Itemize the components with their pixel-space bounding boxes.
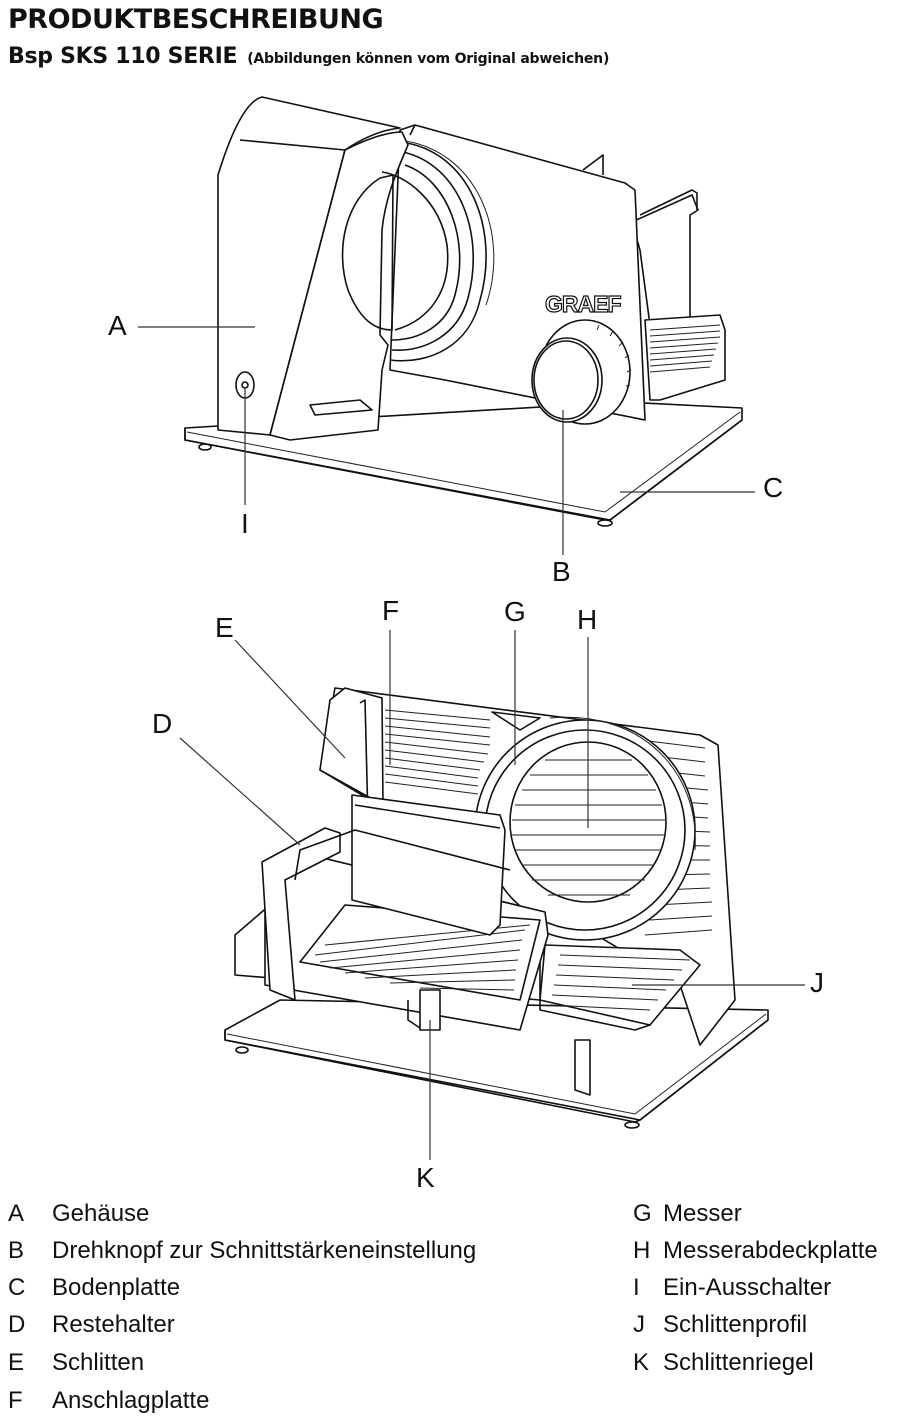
legend-label: Schlittenprofil <box>663 1311 808 1338</box>
legend-label: Messer <box>663 1199 742 1227</box>
legend-item: H Messerabdeckplatte <box>633 1232 878 1269</box>
legend-label: Bodenplatte <box>52 1273 181 1301</box>
legend-key: K <box>633 1348 650 1376</box>
callout-E: E <box>215 612 234 643</box>
legend-label: Messerabdeckplatte <box>663 1236 878 1264</box>
legend-key: A <box>8 1199 25 1227</box>
callout-K: K <box>416 1162 435 1193</box>
legend-right: G Messer H Messerabdeckplatte I Ein-Ausscha… <box>633 1195 878 1381</box>
thickness-knob[interactable] <box>531 319 632 425</box>
legend-key: I <box>633 1273 640 1301</box>
legend-key: H <box>633 1236 651 1264</box>
leader-E <box>234 639 346 759</box>
legend-label: Restehalter <box>52 1311 175 1338</box>
housing <box>217 96 449 441</box>
legend-key: C <box>8 1273 26 1301</box>
slicer-rear-illustration <box>179 630 805 1160</box>
legend-key: J <box>633 1311 645 1338</box>
callout-A: A <box>108 310 127 341</box>
callout-H: H <box>577 604 598 635</box>
legend-label: Ein-Ausschalter <box>663 1273 832 1301</box>
legend-item: B Drehknopf zur Schnittstärkeneinstellung <box>8 1232 476 1269</box>
legend-item: G Messer <box>633 1195 878 1232</box>
legend-left: A Gehäuse B Drehknopf zur Schnittstärkenei… <box>8 1195 476 1421</box>
callout-B: B <box>552 556 571 587</box>
legend-item: D Restehalter <box>8 1306 476 1344</box>
callout-I: I <box>241 508 249 539</box>
legend-label: Schlittenriegel <box>663 1348 814 1376</box>
leader-D <box>179 737 301 846</box>
legend-key: F <box>8 1387 23 1414</box>
brand-logo: GRAEF <box>545 291 621 317</box>
legend-item: E Schlitten <box>8 1344 476 1381</box>
page-title: PRODUKTBESCHREIBUNG <box>8 4 384 35</box>
callout-G: G <box>504 596 526 627</box>
slide-profile <box>539 944 701 1096</box>
carriage-latch[interactable] <box>407 989 441 1031</box>
legend-item: F Anschlagplatte <box>8 1381 476 1421</box>
carriage <box>234 687 549 1031</box>
legend-label: Schlitten <box>52 1348 145 1376</box>
legend-key: G <box>633 1199 652 1227</box>
legend-label: Drehknopf zur Schnittstärkeneinstellung <box>52 1236 477 1264</box>
legend-item: I Ein-Ausschalter <box>633 1269 878 1306</box>
model-subtitle: Bsp SKS 110 SERIE (Abbildungen können vom… <box>8 44 609 69</box>
power-switch[interactable] <box>235 371 255 399</box>
legend-item: J Schlittenprofil <box>633 1306 878 1344</box>
slicer-front-illustration: GRAEF <box>138 96 755 555</box>
model-name: Bsp SKS 110 SERIE <box>8 44 238 69</box>
legend-label: Gehäuse <box>52 1199 150 1227</box>
legend-item: K Schlittenriegel <box>633 1344 878 1381</box>
callout-C: C <box>763 472 784 503</box>
legend-key: E <box>8 1348 25 1376</box>
callout-F: F <box>382 595 400 626</box>
disclaimer-note: (Abbildungen können vom Original abweich… <box>247 51 610 67</box>
legend-key: D <box>8 1311 26 1338</box>
legend-item: C Bodenplatte <box>8 1269 476 1306</box>
legend-label: Anschlagplatte <box>52 1387 210 1414</box>
rear-carriage <box>582 154 726 401</box>
callout-D: D <box>152 708 173 739</box>
callout-J: J <box>810 967 824 998</box>
legend-item: A Gehäuse <box>8 1195 476 1232</box>
legend-key: B <box>8 1236 25 1264</box>
